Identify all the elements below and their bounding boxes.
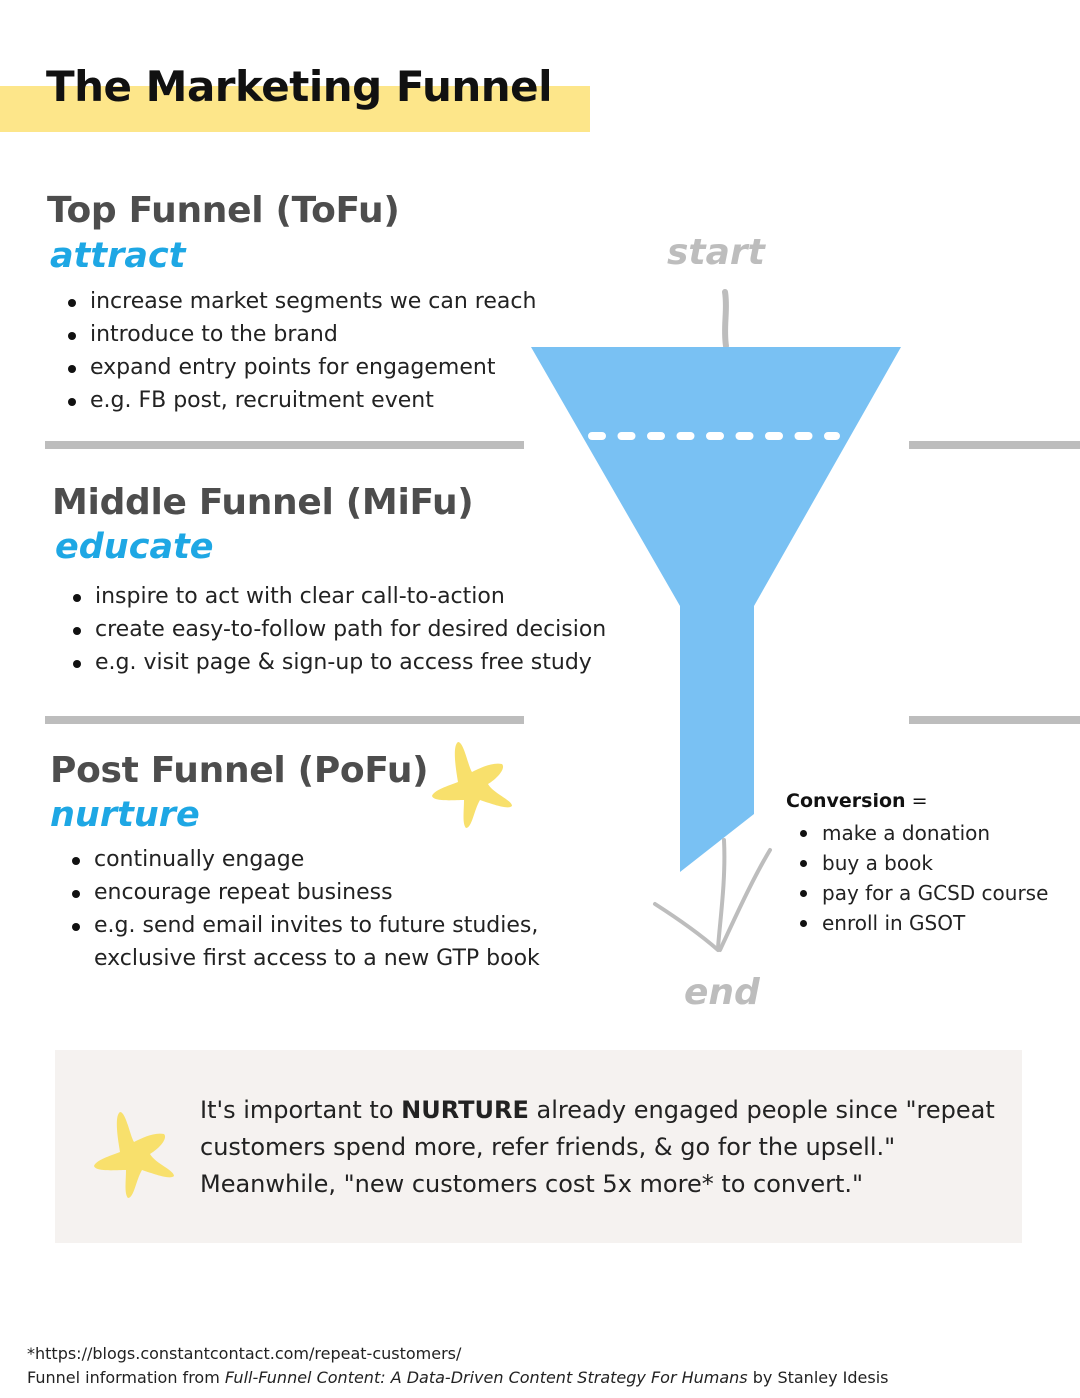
funnel-diagram (531, 289, 901, 952)
start-label: start (667, 232, 765, 273)
page-title: The Marketing Funnel (46, 62, 553, 111)
list-item: encourage repeat business (70, 876, 550, 909)
list-item: e.g. FB post, recruitment event (66, 384, 536, 417)
end-arrow (653, 838, 772, 952)
callout-text-part2: already engaged people since "repeat cus… (200, 1096, 995, 1198)
conversion-title-bold: Conversion (786, 790, 906, 812)
divider-left-1 (45, 441, 524, 449)
mifu-subheading: educate (55, 527, 214, 567)
mifu-bullet-list: inspire to act with clear call-to-action… (71, 580, 606, 679)
divider-right-2 (909, 716, 1080, 724)
footer-source-url: *https://blogs.constantcontact.com/repea… (27, 1344, 462, 1363)
title-highlight (0, 86, 590, 132)
tofu-subheading: attract (50, 236, 186, 276)
callout-text: It's important to NURTURE already engage… (200, 1092, 1000, 1203)
list-item: inspire to act with clear call-to-action (71, 580, 606, 613)
mifu-heading: Middle Funnel (MiFu) (52, 482, 474, 523)
pofu-heading: Post Funnel (PoFu) (50, 750, 429, 791)
footer-credit: Funnel information from Full-Funnel Cont… (27, 1368, 889, 1387)
list-item: buy a book (786, 848, 1048, 878)
conversion-title: Conversion = (786, 790, 928, 812)
callout-text-part1: It's important to (200, 1096, 402, 1124)
callout-box (55, 1050, 1022, 1243)
divider-right-1 (909, 441, 1080, 449)
footer-credit-title: Full-Funnel Content: A Data-Driven Conte… (224, 1368, 748, 1387)
footer-credit-suffix: by Stanley Idesis (747, 1368, 889, 1387)
callout-text-bold: NURTURE (401, 1096, 529, 1124)
pofu-bullet-list: continually engage encourage repeat busi… (70, 843, 550, 975)
funnel-shape (531, 347, 901, 872)
star-icon (432, 742, 512, 828)
list-item: pay for a GCSD course (786, 878, 1048, 908)
list-item: expand entry points for engagement (66, 351, 536, 384)
list-item: increase market segments we can reach (66, 285, 536, 318)
list-item: make a donation (786, 818, 1048, 848)
list-item: e.g. visit page & sign-up to access free… (71, 646, 606, 679)
tofu-heading: Top Funnel (ToFu) (47, 190, 400, 231)
star-icon (94, 1112, 174, 1198)
list-item: create easy-to-follow path for desired d… (71, 613, 606, 646)
list-item: e.g. send email invites to future studie… (70, 909, 550, 975)
end-label: end (684, 972, 760, 1013)
start-line (722, 289, 729, 349)
list-item: continually engage (70, 843, 550, 876)
divider-left-2 (45, 716, 524, 724)
conversion-list: make a donation buy a book pay for a GCS… (786, 818, 1048, 938)
list-item: enroll in GSOT (786, 908, 1048, 938)
conversion-title-rest: = (905, 790, 928, 812)
tofu-bullet-list: increase market segments we can reach in… (66, 285, 536, 417)
list-item: introduce to the brand (66, 318, 536, 351)
pofu-subheading: nurture (50, 795, 200, 835)
footer-credit-prefix: Funnel information from (27, 1368, 225, 1387)
